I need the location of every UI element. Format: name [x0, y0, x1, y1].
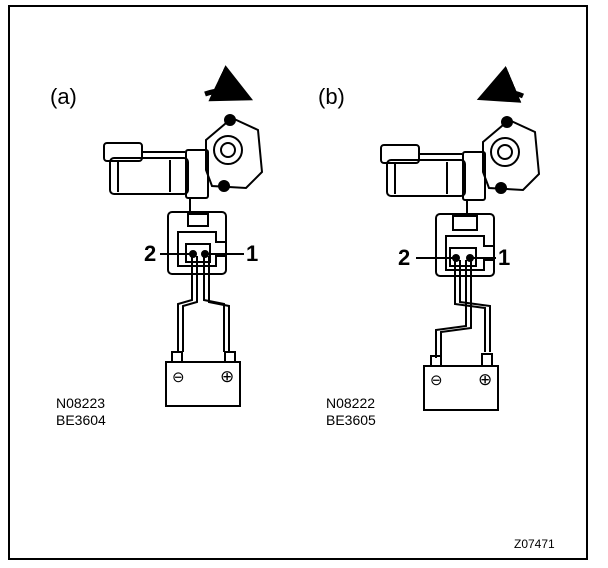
- battery-positive-icon: ⊕: [220, 367, 235, 386]
- battery: [423, 353, 499, 411]
- panel-b-pin-2-label: 2: [398, 245, 411, 270]
- battery-negative-icon: ⊖: [172, 369, 185, 386]
- rotation-arrow-icon: [476, 65, 525, 103]
- power-window-motor: [380, 116, 541, 214]
- figure-frame: [8, 5, 588, 560]
- panel-a-label: (a): [50, 84, 77, 109]
- rotation-arrow-icon: [204, 65, 254, 102]
- battery-negative-icon: ⊖: [430, 372, 443, 389]
- battery-wires: [435, 260, 491, 358]
- panel-b-pin-1-label: 1: [498, 245, 511, 270]
- battery-wires: [177, 256, 230, 352]
- panel-b: [380, 65, 541, 411]
- panel-a-pin-1-label: 1: [246, 241, 259, 266]
- battery-positive-icon: ⊕: [478, 370, 493, 389]
- panel-b-code-2: BE3605: [326, 412, 376, 428]
- panel-a-pin-2-label: 2: [144, 241, 157, 266]
- panel-b-code-1: N08222: [326, 395, 376, 411]
- panel-a: [103, 65, 264, 407]
- panel-a-code-1: N08223: [56, 395, 106, 411]
- panel-b-label: (b): [318, 84, 345, 109]
- battery: [165, 351, 241, 407]
- power-window-motor: [103, 114, 264, 212]
- panel-a-code-2: BE3604: [56, 412, 106, 428]
- figure-id: Z07471: [514, 537, 555, 551]
